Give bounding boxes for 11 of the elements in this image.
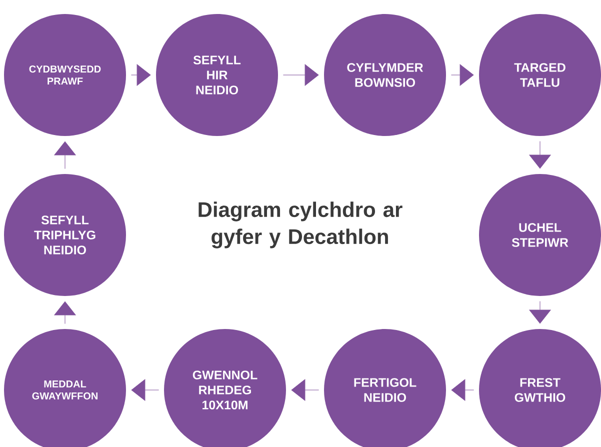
arrow (450, 64, 474, 86)
arrow (54, 141, 76, 170)
arrow (282, 64, 319, 86)
title: Diagram cylchdro ar gyfer y Decathlon (198, 202, 402, 248)
arrow (451, 379, 474, 401)
arrow (529, 140, 551, 169)
arrow (131, 379, 160, 401)
arrow (54, 301, 76, 324)
arrow (529, 300, 551, 324)
arrow (130, 64, 151, 86)
arrow (291, 379, 320, 401)
